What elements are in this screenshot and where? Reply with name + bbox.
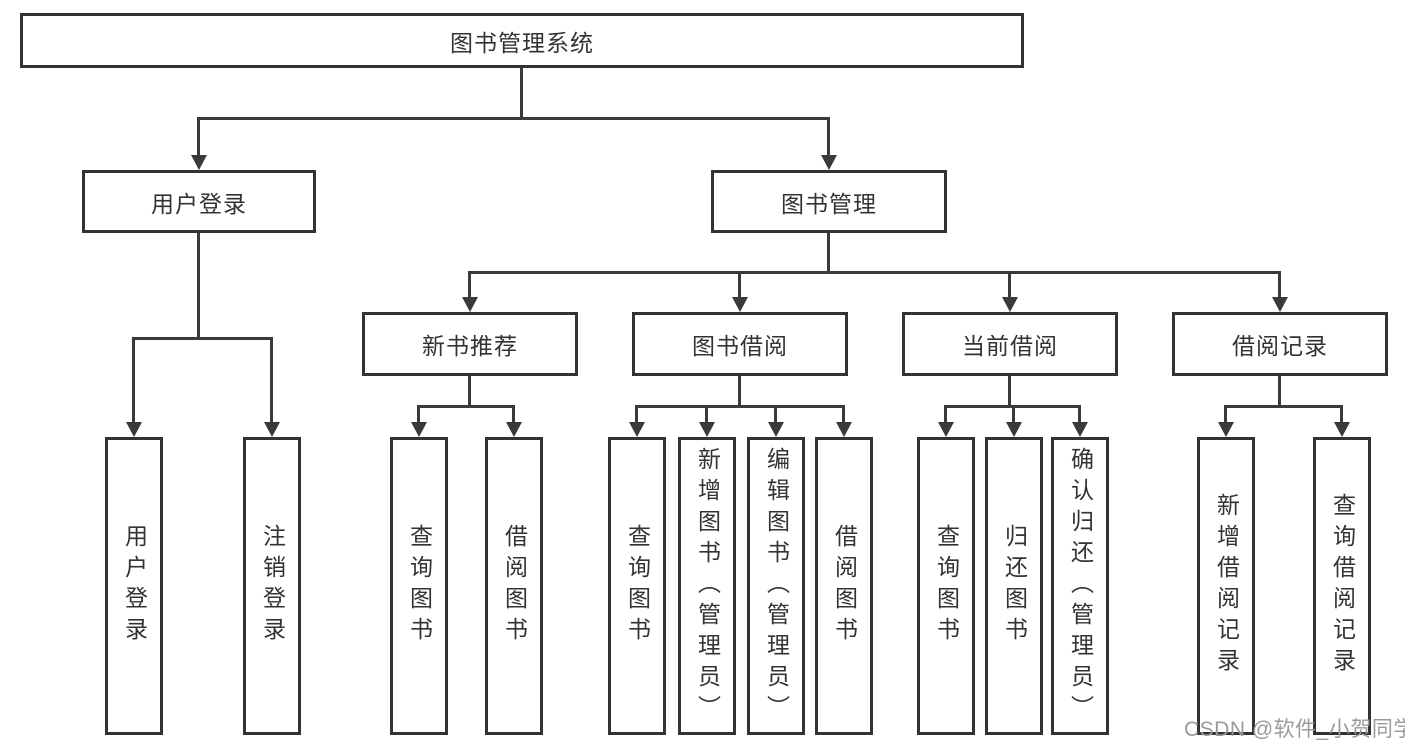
leaf-cu-return-books: 归还图书 — [985, 437, 1043, 735]
node-book-borrow: 图书借阅 — [632, 312, 848, 376]
leaf-nb-query-books: 查询图书 — [390, 437, 448, 735]
connector-drop-borrow-records — [1278, 271, 1281, 300]
arrow-down-icon — [462, 297, 478, 312]
arrow-down-icon — [126, 422, 142, 437]
connector-re-hline — [1224, 405, 1343, 408]
connector-nb-stem — [468, 376, 471, 405]
arrow-down-icon — [1334, 422, 1350, 437]
arrow-down-icon — [768, 422, 784, 437]
connector-re-stem — [1278, 376, 1281, 405]
connector-mgmt-hline — [468, 271, 1281, 274]
arrow-down-icon — [1072, 422, 1088, 437]
connector-login-stem — [197, 233, 200, 337]
connector-drop-cu-2 — [1012, 405, 1015, 425]
arrow-down-icon — [1002, 297, 1018, 312]
arrow-down-icon — [191, 155, 207, 170]
connector-drop-bw-1 — [635, 405, 638, 425]
leaf-bw-query-books: 查询图书 — [608, 437, 666, 735]
connector-drop-user-login — [197, 117, 200, 158]
arrow-down-icon — [732, 297, 748, 312]
connector-root-stem — [520, 68, 523, 117]
connector-drop-login-2 — [270, 337, 273, 425]
connector-drop-cu-1 — [944, 405, 947, 425]
arrow-down-icon — [629, 422, 645, 437]
connector-bw-stem — [738, 376, 741, 405]
arrow-down-icon — [1272, 297, 1288, 312]
leaf-bw-edit-books-admin: 编辑图书（管理员） — [747, 437, 805, 735]
arrow-down-icon — [1006, 422, 1022, 437]
connector-drop-bw-2 — [705, 405, 708, 425]
node-book-management: 图书管理 — [711, 170, 947, 233]
leaf-re-query-borrow-record: 查询借阅记录 — [1313, 437, 1371, 735]
csdn-watermark: CSDN @软件_小贺同学 — [1184, 718, 1405, 741]
connector-nb-hline — [417, 405, 515, 408]
leaf-cu-confirm-return-admin: 确认归还（管理员） — [1051, 437, 1109, 735]
connector-drop-nb-1 — [417, 405, 420, 425]
leaf-nb-borrow-books: 借阅图书 — [485, 437, 543, 735]
arrow-down-icon — [938, 422, 954, 437]
connector-root-hline — [197, 117, 830, 120]
leaf-cu-query-books: 查询图书 — [917, 437, 975, 735]
connector-drop-current-borrow — [1008, 271, 1011, 300]
arrow-down-icon — [836, 422, 852, 437]
connector-drop-login-1 — [132, 337, 135, 425]
leaf-bw-add-books-admin: 新增图书（管理员） — [678, 437, 736, 735]
leaf-logout: 注销登录 — [243, 437, 301, 735]
leaf-bw-borrow-books: 借阅图书 — [815, 437, 873, 735]
connector-drop-bw-3 — [774, 405, 777, 425]
node-user-login: 用户登录 — [82, 170, 316, 233]
arrow-down-icon — [1218, 422, 1234, 437]
connector-drop-cu-3 — [1078, 405, 1081, 425]
connector-drop-nb-2 — [512, 405, 515, 425]
connector-drop-book-borrow — [738, 271, 741, 300]
connector-drop-bw-4 — [842, 405, 845, 425]
arrow-down-icon — [264, 422, 280, 437]
connector-drop-book-mgmt — [827, 117, 830, 158]
arrow-down-icon — [821, 155, 837, 170]
leaf-re-add-borrow-record: 新增借阅记录 — [1197, 437, 1255, 735]
arrow-down-icon — [411, 422, 427, 437]
connector-drop-re-1 — [1224, 405, 1227, 425]
connector-drop-new-books — [468, 271, 471, 300]
connector-drop-re-2 — [1340, 405, 1343, 425]
node-new-book-recommend: 新书推荐 — [362, 312, 578, 376]
node-root-system: 图书管理系统 — [20, 13, 1024, 68]
leaf-user-login: 用户登录 — [105, 437, 163, 735]
connector-mgmt-stem — [827, 233, 830, 271]
arrow-down-icon — [699, 422, 715, 437]
connector-login-hline — [132, 337, 273, 340]
node-borrow-records: 借阅记录 — [1172, 312, 1388, 376]
arrow-down-icon — [506, 422, 522, 437]
node-current-borrow: 当前借阅 — [902, 312, 1118, 376]
connector-bw-hline — [635, 405, 845, 408]
connector-cu-stem — [1008, 376, 1011, 405]
